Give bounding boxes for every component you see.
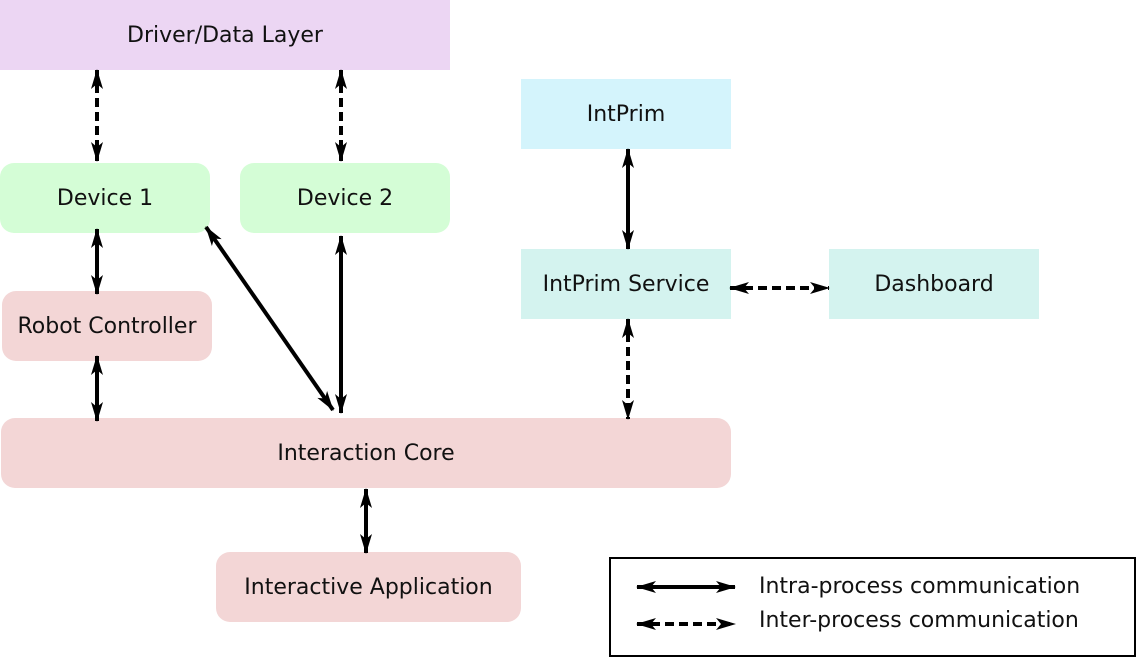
arrow-device1-interaction-core [204, 225, 335, 412]
intprim-label: IntPrim [586, 101, 666, 127]
device-2-label: Device 2 [296, 185, 394, 211]
intprim-service-label: IntPrim Service [542, 271, 710, 297]
interactive-application-label: Interactive Application [244, 574, 493, 600]
legend-solid-label: Intra-process communication [759, 574, 1081, 599]
robot-controller-node: Robot Controller [2, 291, 212, 361]
legend-dashed-label: Inter-process communication [759, 608, 1079, 633]
driver-data-layer-node: Driver/Data Layer [0, 0, 450, 70]
legend: Intra-process communication Inter-proces… [609, 557, 1136, 657]
legend-arrow-samples [636, 581, 736, 630]
device-2-node: Device 2 [240, 163, 450, 233]
device-1-label: Device 1 [56, 185, 154, 211]
dashboard-label: Dashboard [874, 271, 994, 297]
interactive-application-node: Interactive Application [216, 552, 521, 622]
interaction-core-label: Interaction Core [277, 440, 455, 466]
driver-data-layer-label: Driver/Data Layer [127, 22, 323, 48]
robot-controller-label: Robot Controller [17, 313, 197, 339]
intprim-service-node: IntPrim Service [521, 249, 731, 319]
device-1-node: Device 1 [0, 163, 210, 233]
interaction-core-node: Interaction Core [1, 418, 731, 488]
intprim-node: IntPrim [521, 79, 731, 149]
dashboard-node: Dashboard [829, 249, 1039, 319]
